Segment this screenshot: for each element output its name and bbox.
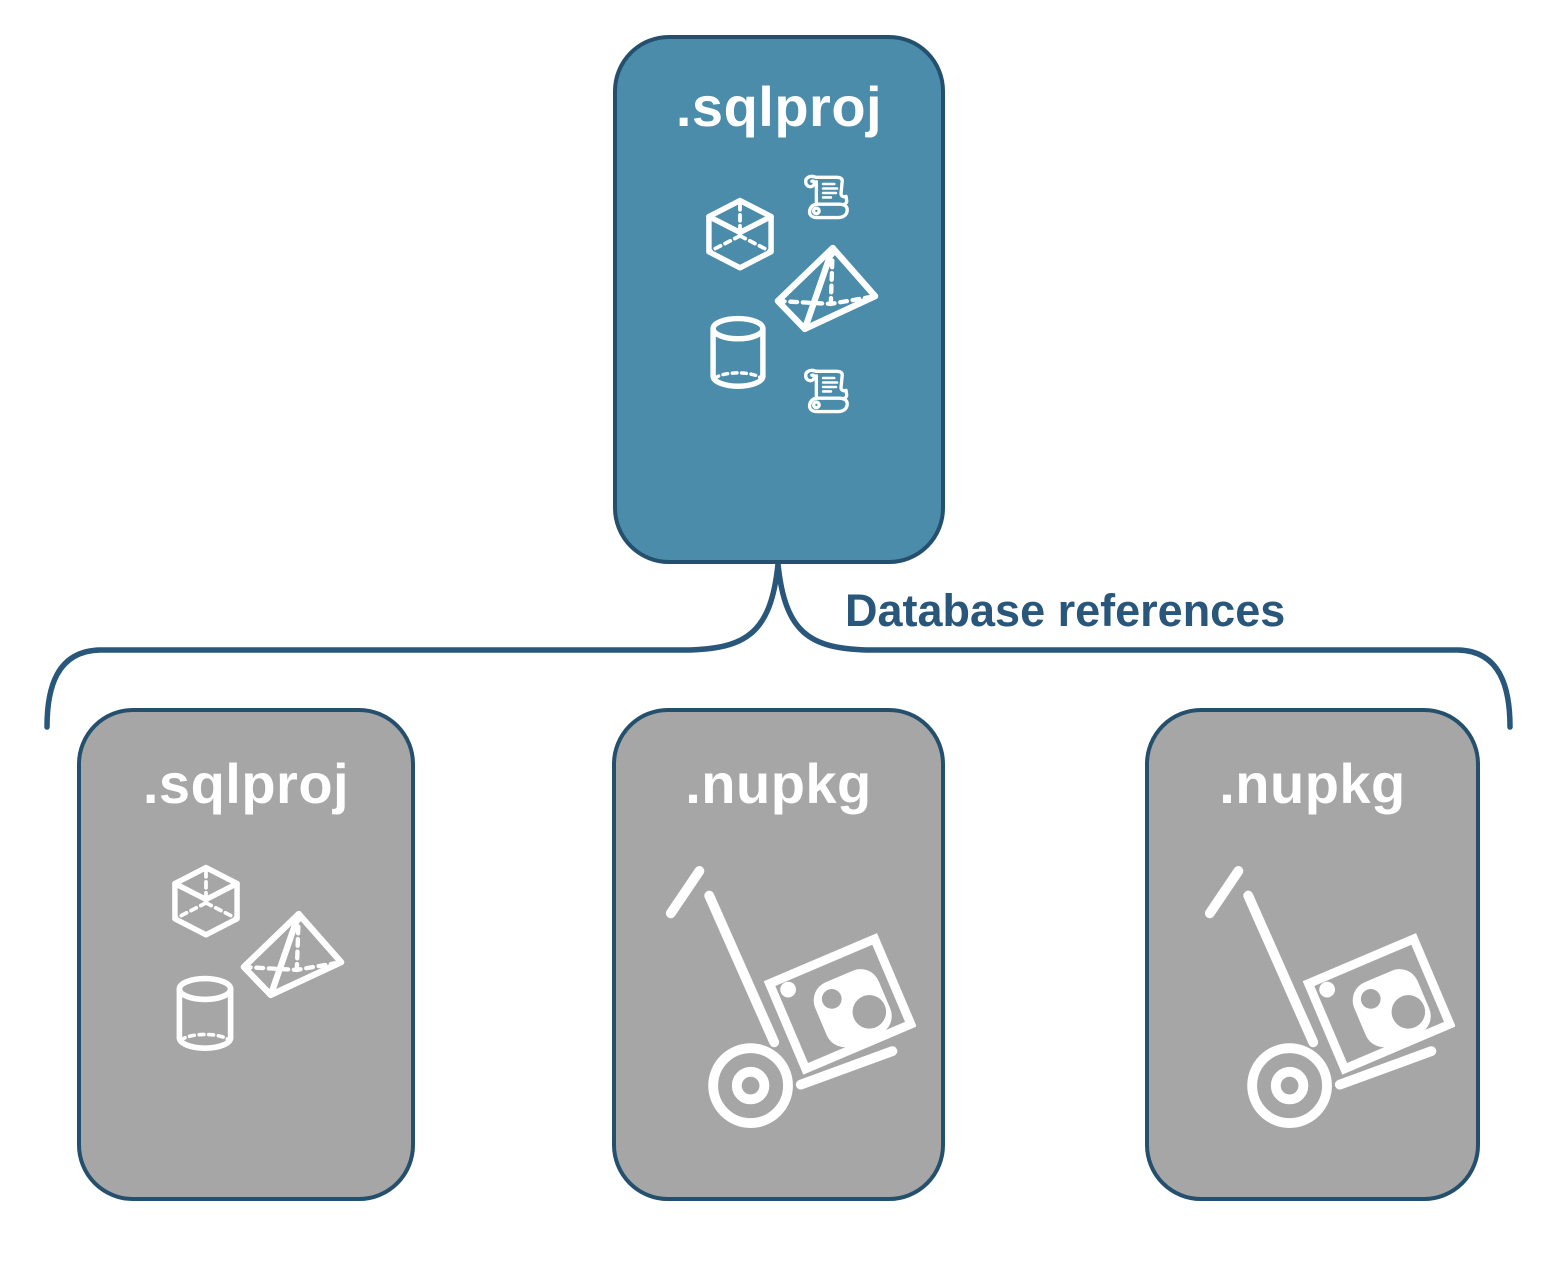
node-sqlproj-reference: .sqlproj <box>77 708 415 1201</box>
connector-label: Database references <box>845 585 1286 636</box>
database-cylinder-icon <box>176 975 234 1051</box>
node-title: .nupkg <box>1219 752 1406 815</box>
node-sqlproj-root: .sqlproj <box>613 35 945 564</box>
pyramid-icon <box>240 910 345 999</box>
sql-script-scroll-icon <box>804 174 849 220</box>
node-title: .sqlproj <box>142 752 350 815</box>
node-title: .nupkg <box>685 752 872 815</box>
database-cylinder-icon <box>710 315 766 389</box>
sql-script-scroll-icon <box>804 368 849 414</box>
brace-connector <box>44 563 1513 730</box>
node-nupkg-reference-1: .nupkg <box>612 708 945 1201</box>
cube-icon <box>172 864 240 938</box>
nuget-package-handtruck-icon <box>1204 866 1455 1128</box>
cube-icon <box>706 197 774 271</box>
node-title: .sqlproj <box>675 75 883 138</box>
nuget-package-handtruck-icon <box>665 866 916 1128</box>
pyramid-icon <box>774 244 879 333</box>
node-nupkg-reference-2: .nupkg <box>1145 708 1480 1201</box>
